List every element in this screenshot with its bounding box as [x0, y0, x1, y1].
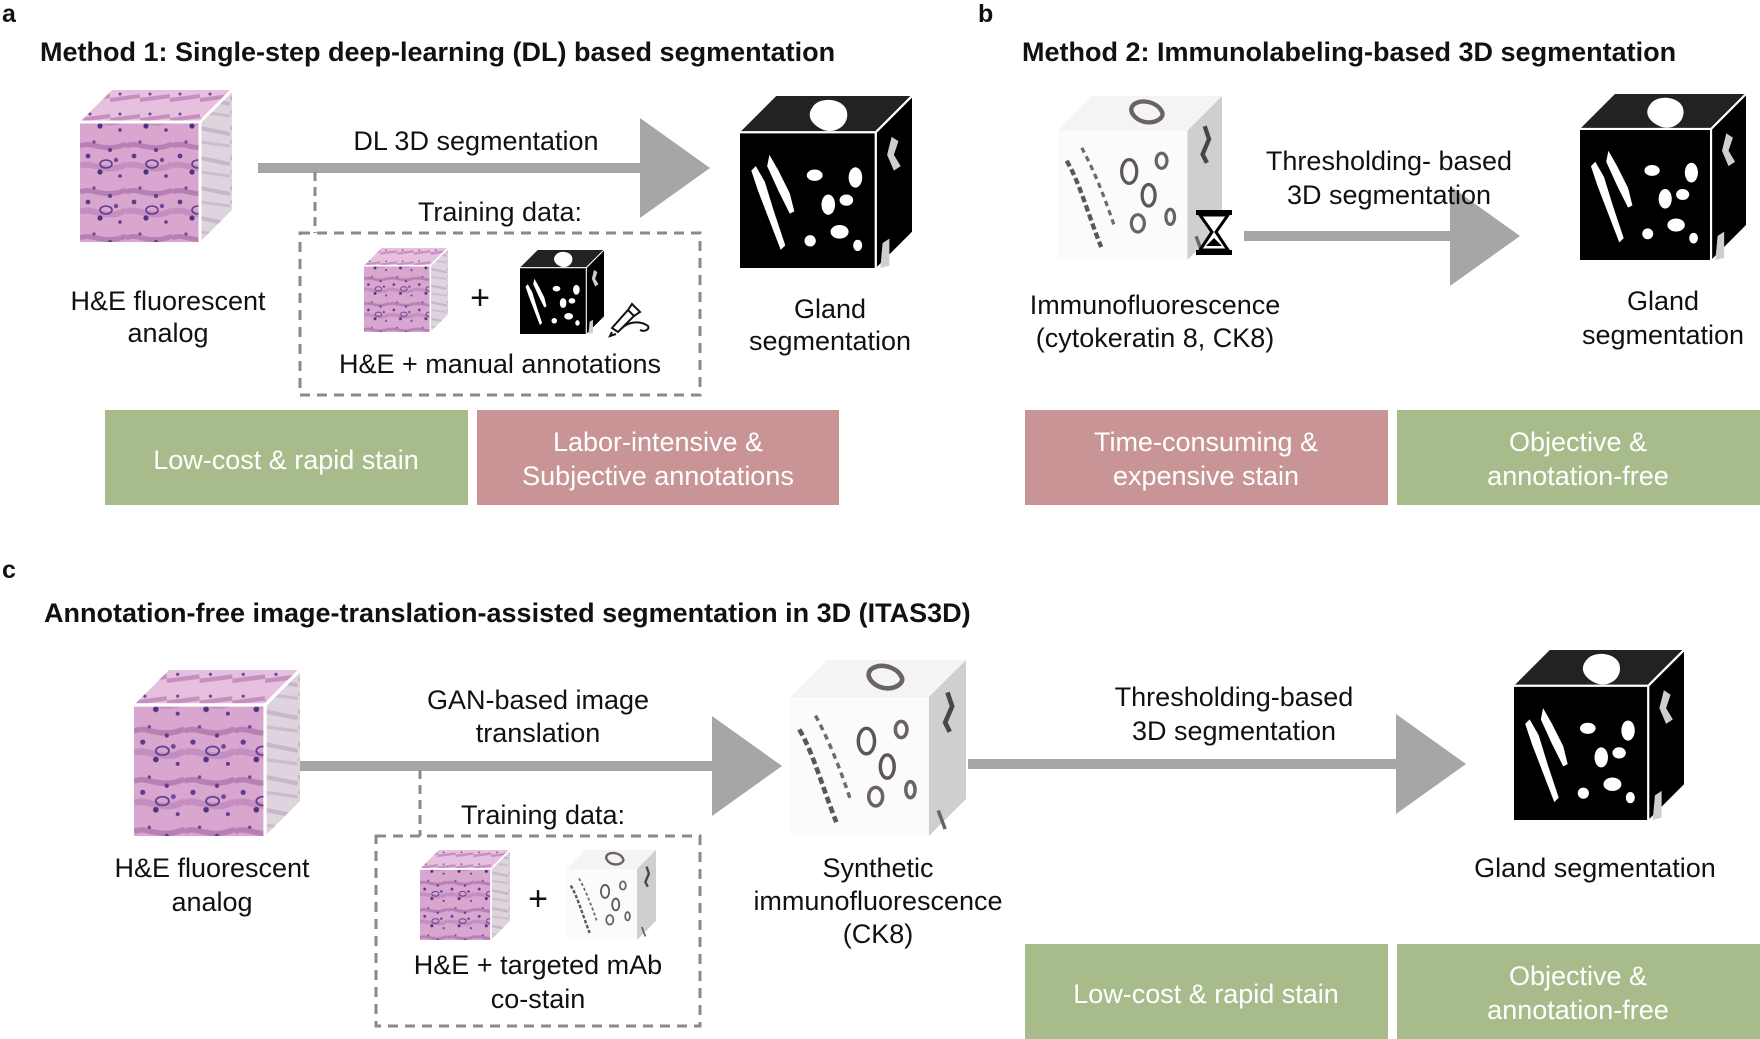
- panel-c-plus: +: [528, 880, 548, 918]
- panel-a-input-label-2: analog: [127, 318, 208, 348]
- he-cube-c-small: [420, 850, 510, 940]
- panel-a-box-labor-text-1: Labor-intensive &: [553, 427, 763, 457]
- panel-letter-a: a: [2, 0, 17, 28]
- pen-hand-icon: [608, 302, 650, 338]
- panel-c-training-caption-2: co-stain: [491, 984, 586, 1014]
- panel-a-output-label-2: segmentation: [749, 326, 911, 356]
- panel-c-training-box: [374, 834, 702, 1028]
- panel-a-plus: +: [470, 279, 490, 317]
- panel-b-box-objective-text-1: Objective &: [1509, 427, 1647, 457]
- panel-c-arrow1-label-1: GAN-based image: [427, 685, 649, 715]
- panel-a-box-lowcost-text: Low-cost & rapid stain: [153, 445, 419, 475]
- seg-cube-a-small: [520, 250, 604, 334]
- panel-a-arrow-label: DL 3D segmentation: [353, 126, 598, 156]
- if-cube-c: [790, 660, 966, 836]
- panel-c-box-objective: [1397, 944, 1760, 1039]
- panel-b-box-objective: [1397, 410, 1760, 505]
- if-cube-c-small: [566, 850, 656, 940]
- panel-c-mid-label-3: (CK8): [843, 919, 914, 949]
- panel-a-box-labor-text-2: Subjective annotations: [522, 461, 794, 491]
- if-cube-b: [1058, 96, 1222, 260]
- panel-c-arrow2-label-2: 3D segmentation: [1132, 716, 1336, 746]
- panel-a-output-label-1: Gland: [794, 294, 866, 324]
- panel-b-input-label-1: Immunofluorescence: [1030, 290, 1281, 320]
- hourglass-icon: [1196, 210, 1232, 255]
- panel-c-arrow1-label-2: translation: [476, 718, 601, 748]
- panel-c-mid-label-1: Synthetic: [822, 853, 933, 883]
- he-cube-c: [134, 670, 300, 836]
- panel-letter-b: b: [978, 0, 993, 28]
- seg-cube-c: [1514, 650, 1684, 820]
- panel-a-input-label-1: H&E fluorescent: [70, 286, 266, 316]
- panel-a-training-title: Training data:: [418, 197, 582, 227]
- seg-cube-a: [740, 96, 912, 268]
- panel-b-box-time-text-2: expensive stain: [1113, 461, 1299, 491]
- panel-c-title: Annotation-free image-translation-assist…: [44, 598, 971, 628]
- panel-b-arrow-label-2: 3D segmentation: [1287, 180, 1491, 210]
- panel-c-box-lowcost: [1025, 944, 1388, 1039]
- panel-c-input-label-1: H&E fluorescent: [114, 853, 310, 883]
- panel-c-input-label-2: analog: [171, 887, 252, 917]
- panel-b-input-label-2: (cytokeratin 8, CK8): [1036, 323, 1275, 353]
- panel-c-box-objective-text-1: Objective &: [1509, 961, 1647, 991]
- panel-a-training-box: [298, 231, 702, 397]
- panel-b-arrow-label-1: Thresholding- based: [1266, 146, 1512, 176]
- panel-letter-c: c: [2, 556, 16, 584]
- panel-c-box-lowcost-text: Low-cost & rapid stain: [1073, 979, 1339, 1009]
- panel-a-box-labor: [477, 410, 839, 505]
- panel-c-mid-label-2: immunofluorescence: [753, 886, 1002, 916]
- panel-b-box-time-text-1: Time-consuming &: [1094, 427, 1318, 457]
- panel-b-output-label-2: segmentation: [1582, 320, 1744, 350]
- panel-a-box-lowcost: [105, 410, 468, 505]
- panel-c-arrow2-label-1: Thresholding-based: [1115, 682, 1354, 712]
- panel-c-output-label: Gland segmentation: [1474, 853, 1716, 883]
- panel-b-output-label-1: Gland: [1627, 286, 1699, 316]
- seg-cube-b: [1580, 94, 1746, 260]
- panel-a-training-caption: H&E + manual annotations: [339, 349, 661, 379]
- panel-c-box-objective-text-2: annotation-free: [1487, 995, 1669, 1025]
- panel-b-box-objective-text-2: annotation-free: [1487, 461, 1669, 491]
- panel-a-title: Method 1: Single-step deep-learning (DL)…: [40, 37, 835, 67]
- panel-b-box-timeconsuming: [1025, 410, 1388, 505]
- he-cube-a: [80, 90, 232, 242]
- panel-c-training-title: Training data:: [461, 800, 625, 830]
- panel-b-title: Method 2: Immunolabeling-based 3D segmen…: [1022, 37, 1676, 67]
- he-cube-a-small: [364, 248, 448, 332]
- panel-c-training-caption-1: H&E + targeted mAb: [414, 950, 662, 980]
